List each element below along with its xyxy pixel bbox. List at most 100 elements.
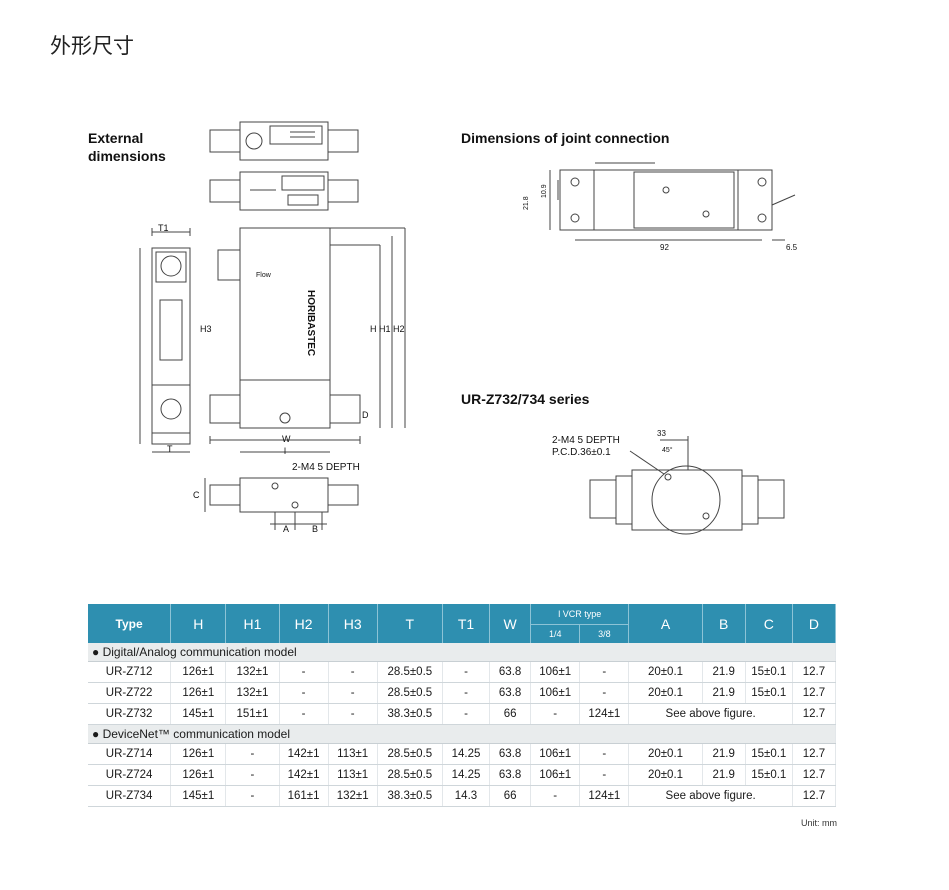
cell-w: 63.8 — [489, 743, 532, 765]
cell-d: 12.7 — [792, 682, 837, 704]
cell-h3: 132±1 — [328, 785, 378, 807]
dim-h3-label: H3 — [200, 324, 212, 334]
cell-h2: 161±1 — [279, 785, 329, 807]
cell-h: 145±1 — [170, 703, 227, 725]
cell-t: 28.5±0.5 — [377, 764, 443, 786]
cell-c: 15±0.1 — [745, 661, 793, 683]
dim-l-label: l — [284, 446, 286, 456]
cell-see-figure: See above figure. — [628, 785, 793, 807]
cell-h1: - — [225, 764, 280, 786]
side-view-drawing — [139, 228, 191, 453]
cell-w: 63.8 — [489, 682, 532, 704]
col-type: Type — [88, 604, 172, 643]
cell-h1: 132±1 — [225, 682, 280, 704]
col-h1: H1 — [225, 604, 280, 643]
cell-h: 126±1 — [170, 764, 227, 786]
cell-h3: - — [328, 682, 378, 704]
cell-a: 20±0.1 — [628, 743, 703, 765]
external-title-line2: dimensions — [88, 148, 166, 164]
cell-h2: - — [279, 682, 329, 704]
depth-note-label: 2-M4 5 DEPTH — [292, 462, 360, 473]
cell-t: 38.3±0.5 — [377, 785, 443, 807]
joint-height-label: 21.8 — [523, 196, 530, 210]
dim-b-label: B — [312, 524, 318, 534]
page-title: 外形尺寸 — [50, 34, 134, 58]
cell-type: UR-Z732 — [88, 703, 172, 725]
col-vcr: l VCR type — [530, 604, 630, 625]
table-row: UR-Z734 145±1 - 161±1 132±1 38.3±0.5 14.… — [88, 785, 837, 807]
external-title-line1: External — [88, 130, 144, 146]
cell-h2: - — [279, 661, 329, 683]
second-view-drawing — [209, 171, 359, 211]
cell-type: UR-Z722 — [88, 682, 172, 704]
cell-b: 21.9 — [702, 661, 746, 683]
cell-a: 20±0.1 — [628, 661, 703, 683]
cell-w: 63.8 — [489, 764, 532, 786]
col-a: A — [628, 604, 703, 643]
cell-t: 28.5±0.5 — [377, 682, 443, 704]
cell-h1: - — [225, 785, 280, 807]
cell-b: 21.9 — [702, 743, 746, 765]
cell-h1: 151±1 — [225, 703, 280, 725]
cell-t1: 14.3 — [442, 785, 491, 807]
joint-length-label: 92 — [660, 243, 669, 252]
cell-d: 12.7 — [792, 743, 837, 765]
external-dimensions-title: External dimensions — [88, 129, 166, 165]
technical-drawing: T1 H3 T Flow HORIBASTEC H H1 H2 D W l 2-… — [139, 121, 798, 535]
col-t: T — [377, 604, 443, 643]
cell-type: UR-Z712 — [88, 661, 172, 683]
cell-type: UR-Z714 — [88, 743, 172, 765]
cell-t: 28.5±0.5 — [377, 743, 443, 765]
cell-c: 15±0.1 — [745, 743, 793, 765]
dim-t-label: T — [167, 444, 173, 454]
cell-w: 66 — [489, 785, 532, 807]
cell-d: 12.7 — [792, 703, 837, 725]
cell-h: 126±1 — [170, 743, 227, 765]
cell-d: 12.7 — [792, 661, 837, 683]
cell-h2: - — [279, 703, 329, 725]
col-h2: H2 — [279, 604, 329, 643]
table-row: UR-Z714 126±1 - 142±1 113±1 28.5±0.5 14.… — [88, 743, 837, 765]
bottom-view-drawing — [204, 477, 359, 530]
col-t1: T1 — [442, 604, 491, 643]
cell-t1: - — [442, 682, 491, 704]
flow-label: Flow — [256, 272, 272, 279]
front-view-drawing — [209, 227, 406, 453]
cell-t1: 14.25 — [442, 764, 491, 786]
cell-type: UR-Z724 — [88, 764, 172, 786]
cell-c: 15±0.1 — [745, 682, 793, 704]
series-title: UR-Z732/734 series — [461, 391, 590, 407]
col-h: H — [170, 604, 227, 643]
series-note-line1: 2-M4 5 DEPTH — [552, 435, 620, 446]
cell-t: 28.5±0.5 — [377, 661, 443, 683]
cell-h2: 142±1 — [279, 743, 329, 765]
cell-l14: - — [530, 785, 581, 807]
cell-t: 38.3±0.5 — [377, 703, 443, 725]
brand-label: HORIBASTEC — [305, 290, 316, 356]
cell-l38: 124±1 — [579, 785, 630, 807]
cell-l14: 106±1 — [530, 661, 581, 683]
group-header-digital: ● Digital/Analog communication model — [88, 643, 836, 662]
cell-t1: 14.25 — [442, 743, 491, 765]
cell-h: 126±1 — [170, 682, 227, 704]
group-header-devicenet: ● DeviceNet™ communication model — [88, 724, 836, 744]
col-h3: H3 — [328, 604, 378, 643]
cell-l38: - — [579, 764, 630, 786]
series-dim-45: 45° — [662, 446, 673, 454]
cell-h3: 113±1 — [328, 743, 378, 765]
cell-h1: - — [225, 743, 280, 765]
cell-d: 12.7 — [792, 785, 837, 807]
cell-h3: - — [328, 703, 378, 725]
series-drawing — [589, 436, 785, 535]
unit-note: Unit: mm — [801, 818, 837, 828]
cell-c: 15±0.1 — [745, 764, 793, 786]
cell-b: 21.9 — [702, 764, 746, 786]
col-c: C — [745, 604, 793, 643]
col-b: B — [702, 604, 746, 643]
joint-half-label: 10.9 — [541, 184, 548, 198]
joint-connection-drawing — [549, 162, 796, 241]
col-vcr-38: 3/8 — [579, 624, 630, 643]
top-view-drawing — [209, 121, 359, 161]
dim-hh1h2-label: H H1 H2 — [370, 324, 405, 334]
joint-extra-label: 6.5 — [786, 243, 798, 252]
